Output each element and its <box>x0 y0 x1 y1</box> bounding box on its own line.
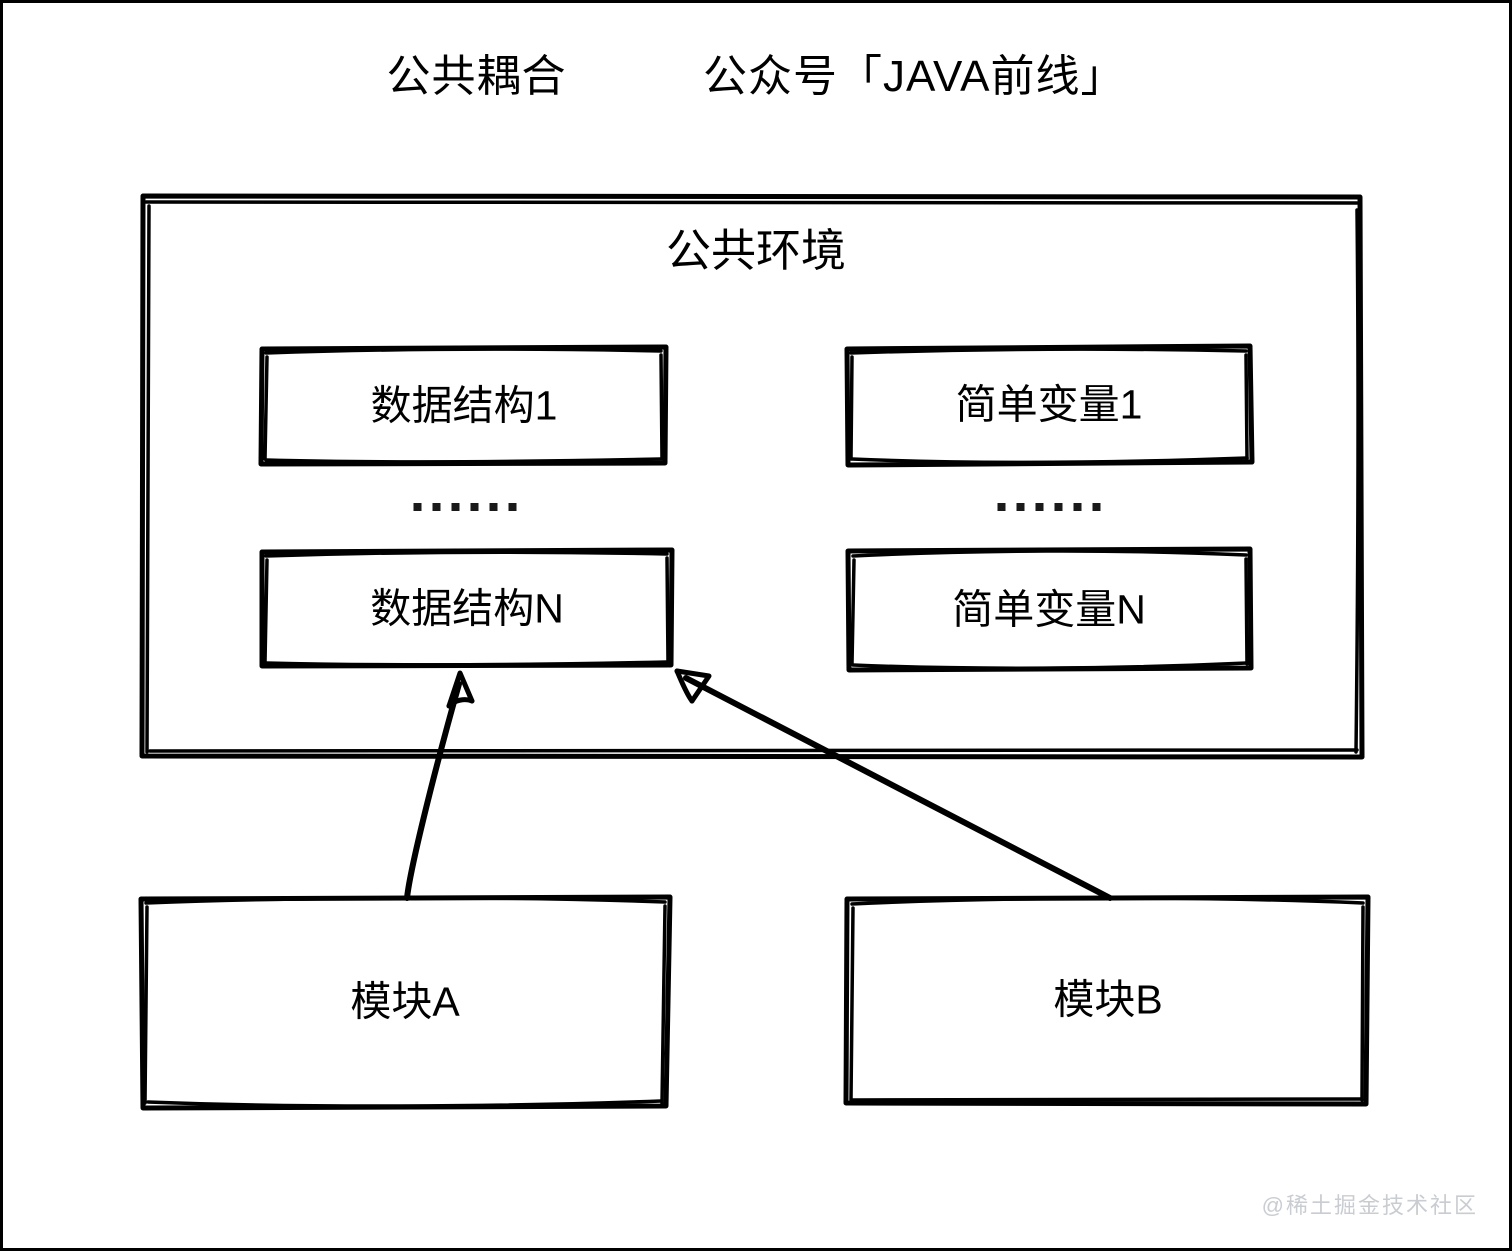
public-environment-title: 公共环境 <box>665 225 846 276</box>
data-structure-1-label: 数据结构1 <box>370 382 558 429</box>
simple-variable-1-label: 简单变量1 <box>955 381 1143 428</box>
module-b-label: 模块B <box>1053 976 1163 1023</box>
header-row: 公共耦合 公众号「JAVA前线」 <box>0 40 1512 104</box>
public-environment-box <box>139 193 1365 760</box>
module-b-box <box>843 894 1371 1107</box>
account-label: 公众号「JAVA前线」 <box>702 52 1126 101</box>
simple-variable-1-box <box>844 343 1255 468</box>
arrow-module-a-to-data-structure-n <box>404 670 475 901</box>
watermark: @稀土掘金技术社区 <box>1261 1193 1478 1218</box>
ellipsis-right <box>997 503 1101 511</box>
data-structure-1-box <box>258 344 669 467</box>
simple-variable-n-box <box>845 546 1254 673</box>
ellipsis-left <box>413 503 517 511</box>
data-structure-n-box <box>259 547 675 669</box>
page-title: 公共耦合 <box>386 52 567 101</box>
simple-variable-n-label: 简单变量N <box>952 586 1146 633</box>
module-a-label: 模块A <box>350 978 460 1025</box>
module-a-box <box>138 894 673 1111</box>
data-structure-n-label: 数据结构N <box>370 585 564 632</box>
arrow-module-b-to-data-structure-n <box>674 668 1113 901</box>
